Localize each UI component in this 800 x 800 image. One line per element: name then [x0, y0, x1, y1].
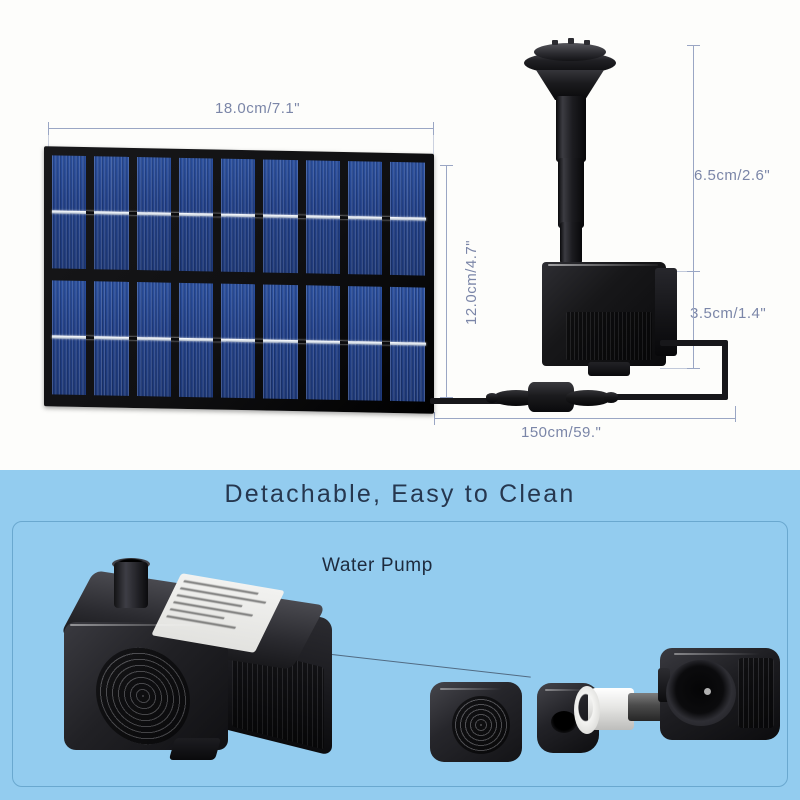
pump-side-panel	[655, 268, 677, 356]
water-pump-assembled	[60, 558, 362, 775]
fountain-nozzle-nub	[552, 40, 558, 45]
pump-housing	[658, 648, 780, 740]
gasket-hole	[551, 711, 577, 733]
dimension-cable-length: 150cm/59."	[521, 424, 602, 441]
cable-segment-right	[604, 394, 728, 400]
connector-taper-left	[494, 390, 538, 406]
solar-cell-row-bottom	[52, 280, 426, 402]
section-card	[12, 521, 788, 787]
dimension-line-pump	[693, 272, 694, 368]
fountain-tube-upper	[556, 96, 586, 162]
cable-segment-to-pump	[660, 340, 726, 346]
fountain-tube-base	[560, 222, 582, 264]
pump-ribs	[566, 312, 652, 360]
water-pump-label: Water Pump	[322, 555, 433, 576]
dimension-line-cable	[434, 418, 736, 419]
dimension-line-width	[48, 128, 434, 129]
dimension-panel-height: 12.0cm/4.7"	[463, 239, 480, 325]
section-title: Detachable, Easy to Clean	[224, 480, 576, 508]
dimension-cap-fountain-top	[687, 45, 700, 46]
pump-spec-label-text	[164, 580, 278, 638]
fountain-tube-lower	[558, 158, 584, 228]
pump-housing-shaft-tip	[704, 688, 711, 695]
filter-cover	[430, 682, 522, 762]
dimensions-section: 18.0cm/7.1" 12.0cm/4.7" 6.5cm/2.6" 3.5cm…	[44, 38, 771, 441]
pump-housing-cavity	[666, 660, 736, 726]
pump-base-foot	[168, 738, 222, 760]
dimension-cap-cable-left	[434, 412, 435, 425]
dimension-line-height	[446, 165, 447, 397]
solar-panel-cells	[52, 155, 426, 403]
connector-taper-right	[566, 390, 610, 406]
dimension-pump-height: 3.5cm/1.4"	[690, 305, 767, 322]
connector-tip-left	[486, 393, 498, 403]
cable-segment-vertical	[722, 340, 728, 398]
filter-cover-grille	[452, 696, 510, 754]
dimension-panel-width: 18.0cm/7.1"	[215, 100, 301, 117]
impeller-ring	[574, 686, 600, 734]
pump-top-highlight	[548, 264, 658, 266]
dimension-fountain-height: 6.5cm/2.6"	[694, 167, 771, 184]
fountain-nozzle-nub	[568, 38, 574, 44]
dimension-ext-right	[433, 128, 434, 154]
solar-panel	[44, 146, 434, 414]
dimension-cap-bottom	[440, 397, 453, 398]
solar-cell-row-top	[52, 155, 426, 276]
dimension-ext-left	[48, 128, 49, 154]
dimension-ext-pump	[660, 368, 696, 369]
fountain-spray-disc-top	[534, 43, 606, 61]
cable-segment-left	[430, 398, 502, 404]
dimension-cap-cable-right	[735, 406, 736, 422]
pump-edge-highlight	[70, 624, 220, 626]
pump-foot	[588, 362, 630, 376]
dimension-ext-fountain	[660, 271, 696, 272]
connector-tip-right	[604, 392, 618, 403]
pump-outlet-spout	[114, 562, 148, 608]
pump-housing-ribs	[738, 658, 774, 728]
pump-body	[542, 262, 666, 366]
fountain-nozzle-nub	[584, 40, 590, 45]
dimension-line-fountain	[693, 45, 694, 272]
dimension-cap-top	[440, 165, 453, 166]
impeller	[574, 686, 634, 734]
